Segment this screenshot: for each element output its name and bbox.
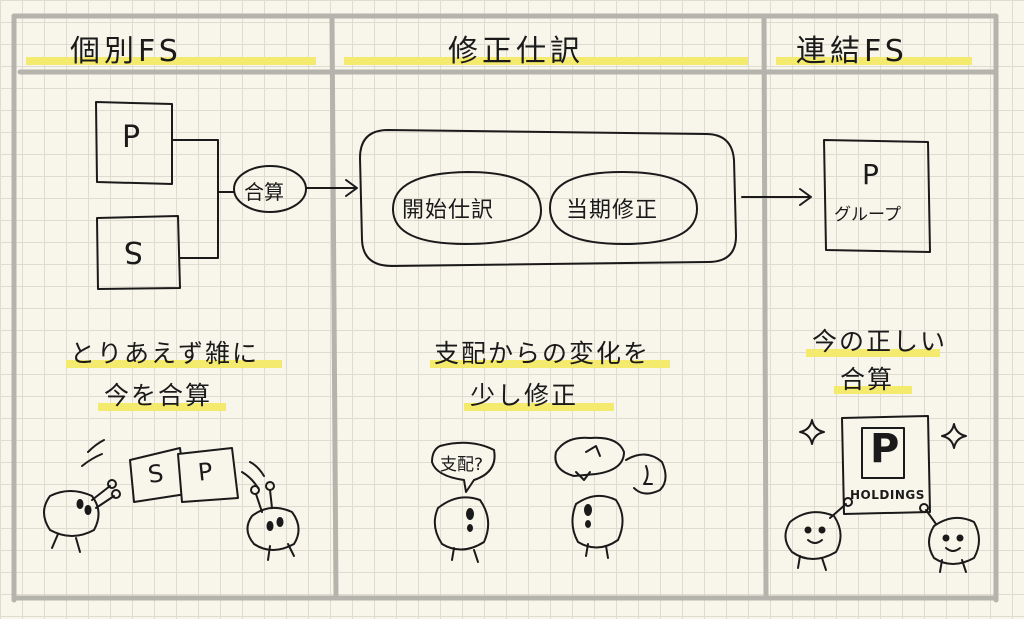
motion-lines-left [81,439,105,467]
entry-current-label: 当期修正 [566,198,659,223]
box-group-p-label: P [862,158,879,191]
arrow-adjustment-to-consolidated [741,188,812,206]
merge-label: 合算 [244,180,284,204]
column-title-consolidated: 連結FS [796,34,908,69]
creature-adjustment-left [433,496,490,563]
thought-bubble-small [625,453,667,495]
caption-highlight-consolidated-1 [806,349,940,357]
box-group-label: グループ [834,205,901,225]
holdings-sign [841,415,931,515]
bracket-connector [171,139,219,259]
caption-highlight-adjustment-2 [464,403,614,411]
holdings-sign-text: HOLDINGS [850,488,925,502]
box-p-group [823,139,931,253]
box-s-label: S [124,234,144,269]
paper-p [177,447,239,503]
speech-bubble-control [431,441,496,493]
box-s-individual [96,215,181,290]
title-highlight-consolidated [776,57,972,65]
arrow-merge-to-adjustment [305,179,358,197]
thought-bubble-large [554,436,625,477]
column-divider-right [761,15,769,599]
creature-right-small [246,481,300,561]
bubble-arrow-down-icon [575,471,591,481]
column-title-adjustment: 修正仕訳 [448,34,584,69]
caption-individual-line2: 今を合算 [104,381,213,410]
column-frame [11,13,999,603]
sparkle-right-icon [941,423,967,449]
creature-adjustment-right [571,494,624,559]
entry-current-ellipse [549,171,699,245]
creature-holdings-right [919,503,980,573]
caption-highlight-individual-2 [98,403,226,411]
column-divider-left [329,15,339,599]
caption-highlight-consolidated-2 [834,386,912,394]
sparkle-left-icon [799,419,825,445]
caption-consolidated-line1: 今の正しい [812,327,948,356]
caption-individual-line1: とりあえず雑に [70,339,260,368]
caption-highlight-individual-1 [66,360,282,368]
adjustment-container [359,129,737,267]
holdings-logo-letter: P [870,426,900,472]
title-highlight-individual [26,57,316,65]
title-highlight-adjustment [344,57,748,65]
holdings-logo-box [861,427,905,479]
motion-lines-right [241,461,265,489]
caption-adjustment-line2: 少し修正 [470,381,579,410]
caption-adjustment-line1: 支配からの変化を [434,339,651,368]
entry-opening-ellipse [391,171,543,245]
paper-p-label: P [196,457,214,487]
creature-holdings-left [784,497,853,571]
creature-left [43,479,121,553]
column-title-individual: 個別FS [70,34,182,69]
box-p-individual [95,101,173,185]
bubble-curl-icon [643,465,653,485]
box-p-label: P [122,120,141,155]
entry-opening-label: 開始仕訳 [402,198,495,223]
caption-consolidated-line2: 合算 [840,365,895,394]
bubble-arrow-up-icon [585,445,601,457]
caption-highlight-adjustment-1 [430,360,670,368]
speech-bubble-text: 支配? [440,455,484,475]
